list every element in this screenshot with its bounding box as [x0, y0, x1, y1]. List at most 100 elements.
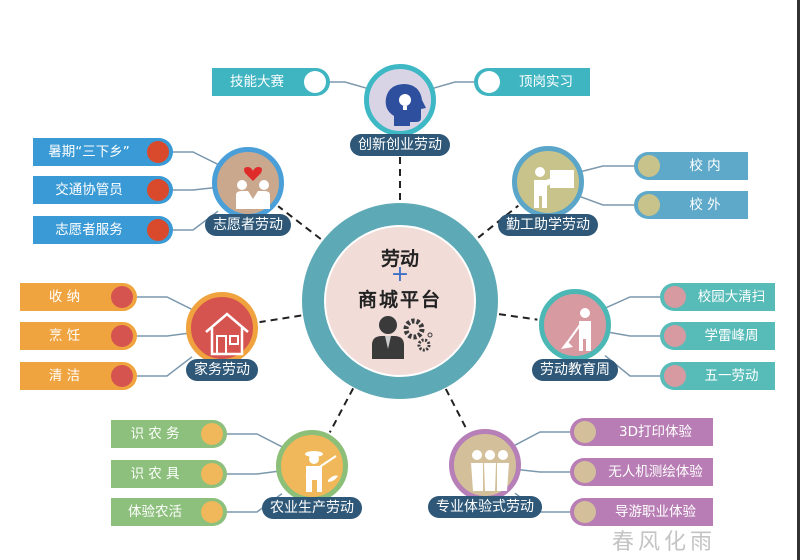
- hub-housework[interactable]: [186, 292, 258, 364]
- teacher-board-icon: [534, 167, 574, 208]
- hub-work-study[interactable]: [512, 146, 584, 218]
- leaf-bullet: [111, 365, 133, 387]
- leaf-labor-week-2[interactable]: 五一劳动: [660, 362, 775, 390]
- leaf-bullet: [201, 501, 223, 523]
- leaf-work-study-1[interactable]: 校 外: [634, 191, 748, 219]
- hub-volunteer[interactable]: [212, 147, 284, 219]
- leaf-connector: [137, 296, 193, 311]
- sweeping-person-icon: [561, 308, 591, 351]
- dashed-connector: [328, 387, 355, 433]
- leaf-bullet: [478, 71, 500, 93]
- leaf-bullet: [638, 155, 660, 177]
- businessman-gears-icon: [372, 316, 433, 359]
- leaf-agriculture-1[interactable]: 识 农 具: [111, 460, 227, 488]
- leaf-professional-0[interactable]: 3D打印体验: [570, 418, 713, 446]
- leaf-housework-0[interactable]: 收 纳: [20, 283, 137, 311]
- hub-label-volunteer: 志愿者劳动: [205, 214, 291, 236]
- leaf-connector: [137, 356, 193, 377]
- leaf-connector: [514, 468, 570, 473]
- leaf-label: 清 洁: [48, 368, 81, 384]
- leaf-bullet: [304, 71, 326, 93]
- leaf-innovation-0[interactable]: 技能大赛: [212, 68, 330, 96]
- leaf-connector: [604, 330, 660, 337]
- leaf-connector: [137, 332, 193, 337]
- leaf-label: 学雷峰周: [704, 328, 759, 344]
- leaf-connector: [429, 81, 474, 90]
- leaf-label: 烹 饪: [48, 328, 81, 344]
- leaf-connector: [577, 195, 634, 206]
- leaf-label: 识 农 务: [130, 426, 180, 442]
- dashed-connector: [277, 205, 322, 240]
- leaf-connector: [227, 470, 283, 475]
- leaf-bullet: [147, 179, 169, 201]
- hub-label-labor-week: 劳动教育周: [532, 359, 618, 381]
- leaf-connector: [514, 431, 570, 446]
- leaf-label: 无人机测绘体验: [608, 464, 703, 480]
- hub-professional[interactable]: [449, 429, 521, 501]
- leaf-agriculture-2[interactable]: 体验农活: [111, 498, 227, 526]
- leaf-bullet: [111, 286, 133, 308]
- leaf-bullet: [147, 219, 169, 241]
- leaf-label: 五一劳动: [704, 368, 759, 384]
- leaf-connector: [577, 165, 634, 174]
- leaf-agriculture-0[interactable]: 识 农 务: [111, 420, 227, 448]
- leaf-labor-week-1[interactable]: 学雷峰周: [660, 322, 775, 350]
- leaf-volunteer-1[interactable]: 交通协管员: [33, 176, 173, 204]
- leaf-connector: [227, 433, 283, 448]
- watermark: 春风化雨: [612, 530, 717, 555]
- hub-labor-week[interactable]: [539, 289, 611, 361]
- leaf-label: 校 外: [689, 197, 721, 213]
- leaf-bullet: [574, 501, 596, 523]
- leaf-professional-1[interactable]: 无人机测绘体验: [570, 458, 713, 486]
- leaf-label: 3D打印体验: [619, 424, 692, 440]
- leaf-label: 体验农活: [128, 504, 182, 520]
- dashed-connector: [259, 314, 302, 324]
- leaf-label: 顶岗实习: [519, 74, 573, 90]
- leaf-connector: [604, 296, 660, 309]
- handshake-heart-icon: [236, 167, 270, 209]
- leaf-label: 暑期“三下乡”: [48, 144, 130, 160]
- leaf-bullet: [574, 461, 596, 483]
- leaf-label: 校园大清扫: [697, 289, 766, 305]
- lightbulb-head-icon: [385, 84, 426, 126]
- hub-label-professional: 专业体验式劳动: [428, 496, 542, 518]
- hub-agriculture[interactable]: [276, 430, 348, 502]
- leaf-innovation-1[interactable]: 顶岗实习: [474, 68, 590, 96]
- leaf-volunteer-2[interactable]: 志愿者服务: [33, 216, 173, 244]
- hub-innovation[interactable]: [364, 64, 436, 136]
- leaf-housework-2[interactable]: 清 洁: [20, 362, 137, 390]
- center-title-line1: 劳动: [380, 248, 419, 270]
- right-edge: [797, 0, 800, 560]
- leaf-bullet: [147, 141, 169, 163]
- hub-label-work-study: 勤工助学劳动: [498, 214, 598, 236]
- dashed-connector: [498, 313, 538, 321]
- leaf-housework-1[interactable]: 烹 饪: [20, 322, 137, 350]
- leaf-connector: [173, 151, 219, 166]
- hub-label-housework: 家务劳动: [186, 359, 258, 381]
- house-icon: [205, 312, 249, 356]
- center-node: 劳动 + 商城平台: [324, 225, 476, 377]
- hub-label-innovation: 创新创业劳动: [350, 134, 450, 156]
- group-people-icon: [471, 450, 509, 491]
- leaf-bullet: [664, 325, 686, 347]
- leaf-bullet: [574, 421, 596, 443]
- leaf-connector: [173, 186, 219, 191]
- leaf-label: 校 内: [689, 158, 721, 174]
- leaf-label: 导游职业体验: [615, 504, 696, 520]
- leaf-label: 志愿者服务: [55, 222, 123, 238]
- leaf-label: 识 农 具: [130, 466, 180, 482]
- leaf-label: 技能大赛: [230, 74, 284, 90]
- leaf-label: 交通协管员: [55, 182, 123, 198]
- leaf-bullet: [201, 463, 223, 485]
- leaf-label: 收 纳: [48, 289, 81, 305]
- leaf-volunteer-0[interactable]: 暑期“三下乡”: [33, 138, 173, 166]
- leaf-bullet: [664, 365, 686, 387]
- leaf-labor-week-0[interactable]: 校园大清扫: [660, 283, 775, 311]
- farmer-icon: [305, 451, 338, 492]
- leaf-professional-2[interactable]: 导游职业体验: [570, 498, 713, 526]
- leaf-bullet: [201, 423, 223, 445]
- leaf-connector: [330, 81, 371, 90]
- leaf-work-study-0[interactable]: 校 内: [634, 152, 748, 180]
- hub-label-agriculture: 农业生产劳动: [262, 497, 362, 519]
- leaf-bullet: [664, 286, 686, 308]
